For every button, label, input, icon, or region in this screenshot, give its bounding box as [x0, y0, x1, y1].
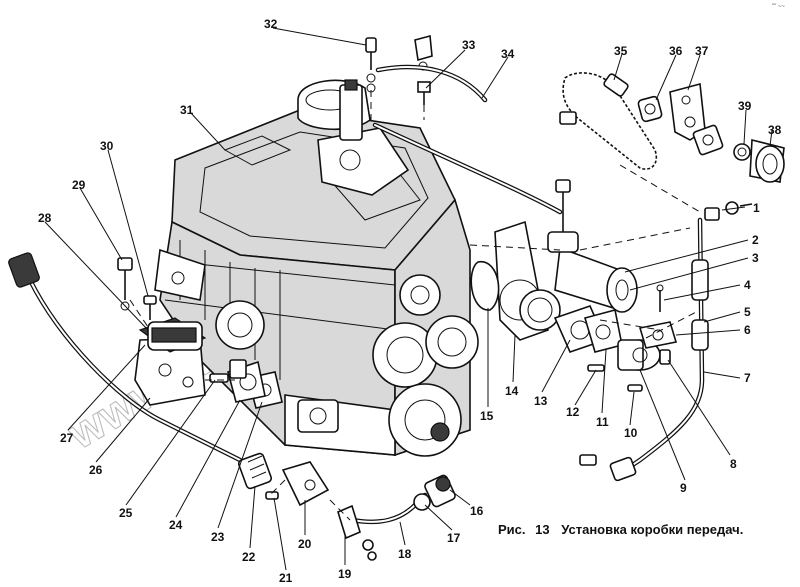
- fitting-1: [704, 201, 753, 221]
- part-label-38: 38: [768, 123, 782, 137]
- bolt-4: [656, 284, 664, 312]
- filter-16: [424, 474, 456, 508]
- power-unit-3: [547, 179, 638, 313]
- part-label-2: 2: [752, 233, 759, 247]
- part-label-25: 25: [119, 506, 133, 520]
- screws-11-12: [587, 364, 643, 392]
- hose-18: [337, 492, 428, 540]
- screw-21: [265, 491, 279, 500]
- part-label-22: 22: [242, 550, 256, 564]
- part-label-7: 7: [744, 371, 751, 385]
- part-label-27: 27: [60, 431, 74, 445]
- part-label-12: 12: [566, 405, 580, 419]
- part-label-17: 17: [447, 531, 461, 545]
- bolt-32: [365, 37, 377, 93]
- cushion-27: [138, 317, 207, 353]
- part-label-37: 37: [695, 44, 709, 58]
- part-label-1: 1: [753, 201, 760, 215]
- part-label-24: 24: [169, 518, 183, 532]
- part-label-15: 15: [480, 409, 494, 423]
- part-label-16: 16: [470, 504, 484, 518]
- part-label-35: 35: [614, 44, 628, 58]
- part-label-33: 33: [462, 38, 476, 52]
- sensor-38: [749, 138, 785, 183]
- figure-caption: Рис. 13 Установка коробки передач.: [498, 522, 743, 537]
- caption-number: 13: [535, 522, 549, 537]
- part-label-5: 5: [744, 305, 751, 319]
- speedometer-cable-upper: [372, 64, 563, 215]
- part-label-20: 20: [298, 537, 312, 551]
- part-label-36: 36: [669, 44, 683, 58]
- flange-13: [553, 305, 623, 353]
- washer-36: [637, 95, 663, 123]
- part-label-18: 18: [398, 547, 412, 561]
- air-pipe-28: [8, 252, 243, 463]
- gearbox-housing: [154, 79, 479, 457]
- part-label-32: 32: [264, 17, 278, 31]
- assembly-lines: [129, 90, 701, 521]
- gasket-15: [470, 261, 500, 311]
- ring-seal: [519, 289, 561, 331]
- sensor-cable-35: [559, 72, 658, 170]
- part-label-29: 29: [72, 178, 86, 192]
- part-label-9: 9: [680, 481, 687, 495]
- part-label-8: 8: [730, 457, 737, 471]
- tee-fitting-6: [638, 321, 678, 349]
- caption-title: Установка коробки передач.: [561, 522, 743, 537]
- part-label-23: 23: [211, 530, 225, 544]
- nut-39: [733, 143, 751, 161]
- part-label-3: 3: [752, 251, 759, 265]
- bracket-20: [281, 461, 330, 507]
- part-label-14: 14: [505, 384, 519, 398]
- part-label-28: 28: [38, 211, 52, 225]
- part-label-31: 31: [180, 103, 194, 117]
- shift-tower: [317, 79, 410, 196]
- nut-19: [362, 539, 377, 561]
- part-label-11: 11: [596, 415, 609, 429]
- part-label-6: 6: [744, 323, 751, 337]
- part-label-26: 26: [89, 463, 103, 477]
- bolt-29: [117, 257, 133, 311]
- part-number-labels: 1 2 3 4 5 6 7 8 9 10 11 12 13 14 15 16 1…: [38, 17, 782, 585]
- plug-8: [659, 349, 671, 365]
- screw-25: [209, 373, 229, 383]
- part-label-21: 21: [279, 571, 293, 585]
- part-label-10: 10: [624, 426, 638, 440]
- part-label-19: 19: [338, 567, 352, 581]
- part-label-30: 30: [100, 139, 114, 153]
- part-label-4: 4: [744, 278, 751, 292]
- bolt-30: [143, 295, 157, 320]
- part-label-39: 39: [738, 99, 752, 113]
- part-label-13: 13: [534, 394, 548, 408]
- corner-mark: "" ~~: [772, 4, 785, 10]
- leader-lines: [44, 27, 773, 571]
- part-label-34: 34: [501, 47, 515, 61]
- flange-24: [227, 359, 266, 403]
- nut-22: [237, 452, 273, 490]
- gasket-plate: [692, 124, 724, 156]
- svg-text:Рис. 13 Установка: Рис. 13 Установка коробки передач.: [498, 522, 743, 537]
- caption-prefix: Рис.: [498, 522, 526, 537]
